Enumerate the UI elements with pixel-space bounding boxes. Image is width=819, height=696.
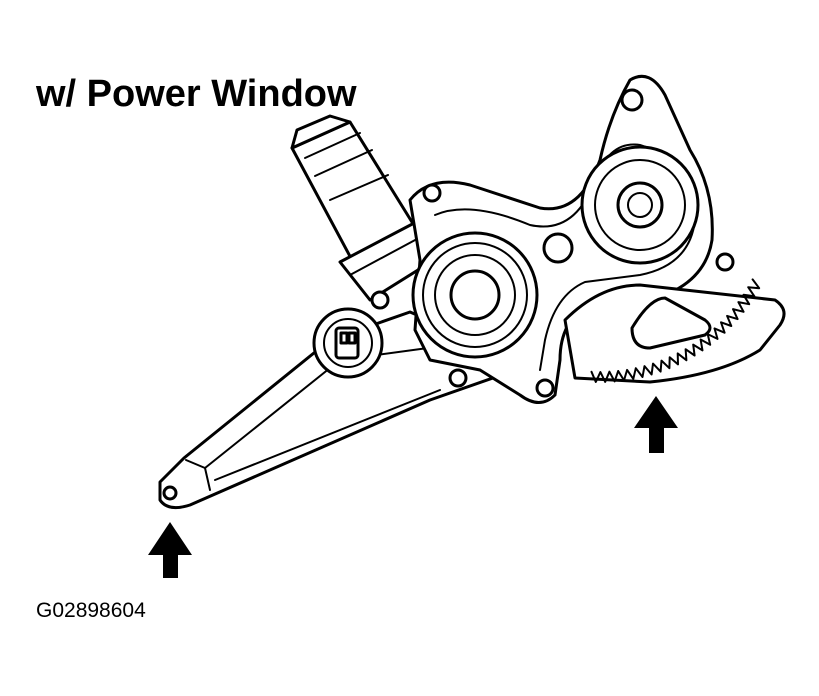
arrow-up-icon [148, 522, 192, 578]
housing-mount-hole-left [422, 183, 442, 203]
housing-mount-hole-top [620, 88, 644, 112]
motor-mount-hole [370, 290, 390, 310]
upper-gear-hub [580, 145, 700, 265]
arrow-up-icon [634, 396, 678, 453]
electrical-connector [312, 307, 384, 379]
sector-gear-teeth [590, 278, 761, 383]
arm-mount-hole [448, 368, 468, 388]
housing-mount-hole-bottom [535, 378, 555, 398]
housing-mount-hole-right [715, 252, 735, 272]
arm-mounting-hole [162, 485, 178, 501]
sector-gear [563, 278, 786, 384]
lower-gear-hub [411, 231, 539, 359]
figure-id: G02898604 [36, 599, 146, 622]
diagram-title: w/ Power Window [36, 73, 357, 115]
